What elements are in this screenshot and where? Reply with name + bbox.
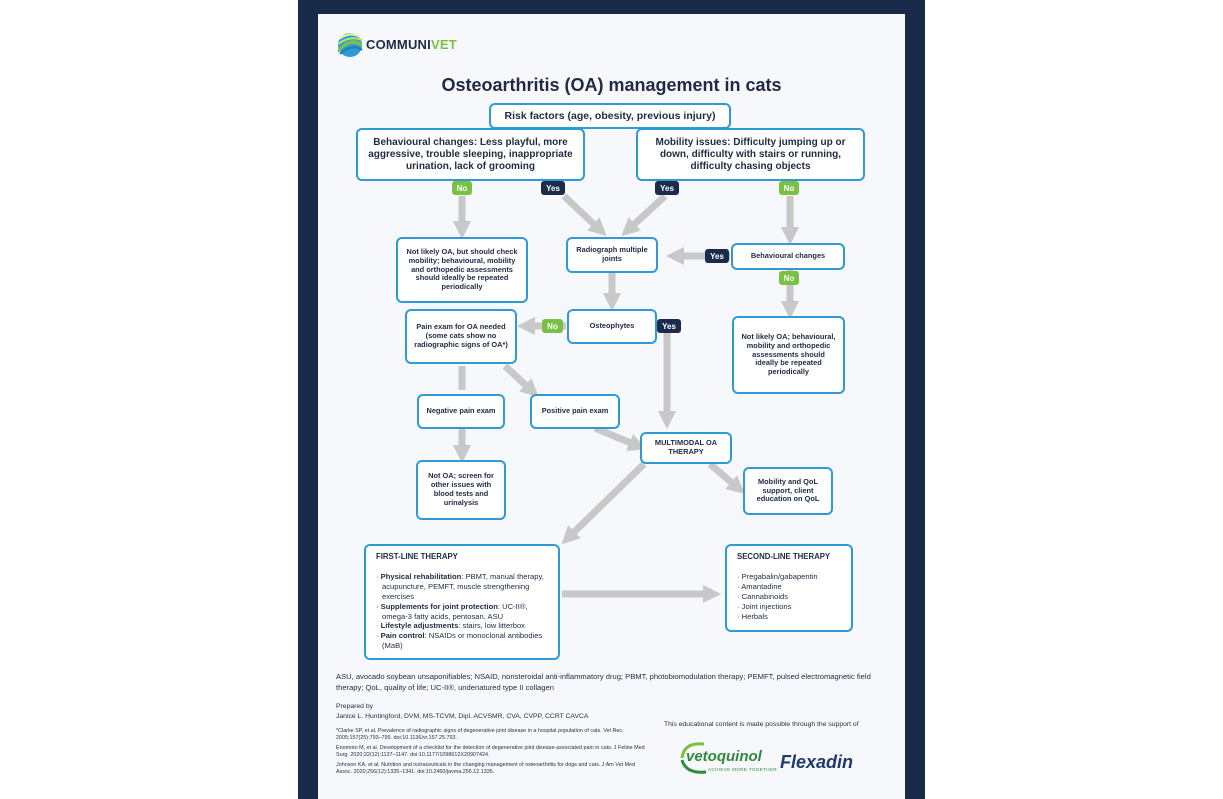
second-line-therapy-box: SECOND-LINE THERAPY Pregabalin/gabapenti…: [725, 544, 853, 632]
not-likely-oa-box: Not likely OA; behavioural, mobility and…: [732, 316, 845, 394]
no-badge: No: [542, 319, 563, 333]
page-title: Osteoarthritis (OA) management in cats: [441, 75, 782, 95]
osteophytes-box: Osteophytes: [567, 309, 657, 344]
yes-badge: Yes: [655, 181, 679, 195]
first-line-heading: FIRST-LINE THERAPY: [376, 552, 458, 561]
arrow-positive-to-multimodal: [593, 424, 647, 451]
list-item: Amantadine: [737, 582, 841, 592]
behavioural-changes-box: Behavioural changes: Less playful, more …: [356, 128, 585, 181]
abbreviations-text: ASU, avocado soybean unsaponifiables; NS…: [336, 672, 871, 692]
flexadin-logo: Flexadin: [780, 752, 854, 772]
list-item: Lifestyle adjustments: stairs, low litte…: [376, 621, 548, 631]
arrow-behav-yes: [561, 193, 607, 237]
prepared-by-label: Prepared by: [336, 703, 374, 710]
not-oa-box: Not OA; screen for other issues with blo…: [416, 460, 506, 520]
not-likely-oa-check-box: Not likely OA, but should check mobility…: [396, 237, 528, 303]
arrow-multimodal-to-qol: [707, 461, 745, 494]
prepared-by: Prepared by Janice L. Huntingford, DVM, …: [336, 702, 636, 722]
vetoquinol-wordmark: vetoquinol: [686, 748, 762, 765]
radiograph-box: Radiograph multiple joints: [566, 237, 658, 273]
no-badge: No: [779, 181, 799, 195]
arrow-pain-to-positive: [502, 363, 539, 398]
list-item: Physical rehabilitation: PBMT, manual th…: [376, 572, 548, 602]
list-item: Herbals: [737, 612, 841, 622]
communivet-logo-icon: [337, 33, 363, 57]
mobility-qol-box: Mobility and QoL support, client educati…: [743, 467, 833, 515]
pain-exam-box: Pain exam for OA needed (some cats show …: [405, 309, 517, 364]
risk-factors-box: Risk factors (age, obesity, previous inj…: [489, 103, 731, 129]
list-item: Pain control: NSAIDs or monoclonal antib…: [376, 631, 548, 651]
reference-item: Johnson KA, et al. Nutrition and nutrace…: [336, 762, 636, 776]
behavioural-changes-short-box: Behavioural changes: [731, 243, 845, 270]
yes-badge: Yes: [541, 181, 565, 195]
arrow-mobility-yes: [621, 193, 668, 237]
support-text: This educational content is made possibl…: [664, 721, 859, 728]
prepared-by-author: Janice L. Huntingford, DVM, MS-TCVM, Dip…: [336, 713, 589, 721]
reference-item: Enomoto M, et al. Development of a check…: [336, 745, 645, 759]
no-badge: No: [779, 271, 799, 285]
reference-item: *Clarke SP, et al. Prevalence of radiogr…: [336, 728, 624, 742]
list-item: Supplements for joint protection: UC-II®…: [376, 602, 548, 622]
yes-badge: Yes: [705, 249, 729, 263]
list-item: Pregabalin/gabapentin: [737, 572, 841, 582]
vetoquinol-logo-icon: [680, 742, 707, 774]
first-line-therapy-box: FIRST-LINE THERAPY Physical rehabilitati…: [364, 544, 560, 660]
brand-name: COMMUNIVET: [366, 37, 457, 52]
first-line-list: Physical rehabilitation: PBMT, manual th…: [376, 572, 548, 651]
references: *Clarke SP, et al. Prevalence of radiogr…: [336, 728, 646, 779]
no-badge: No: [452, 181, 472, 195]
list-item: Joint injections: [737, 602, 841, 612]
second-line-list: Pregabalin/gabapentin Amantadine Cannabi…: [737, 572, 841, 621]
list-item: Cannabinoids: [737, 592, 841, 602]
negative-pain-exam-box: Negative pain exam: [417, 394, 505, 429]
multimodal-therapy-box: MULTIMODAL OA THERAPY: [640, 432, 732, 464]
second-line-heading: SECOND-LINE THERAPY: [737, 552, 831, 561]
mobility-issues-box: Mobility issues: Difficulty jumping up o…: [636, 128, 865, 181]
arrow-multimodal-to-first: [561, 461, 647, 545]
positive-pain-exam-box: Positive pain exam: [530, 394, 620, 429]
vetoquinol-tagline: ACHIEVE MORE TOGETHER: [708, 767, 777, 772]
yes-badge: Yes: [657, 319, 681, 333]
